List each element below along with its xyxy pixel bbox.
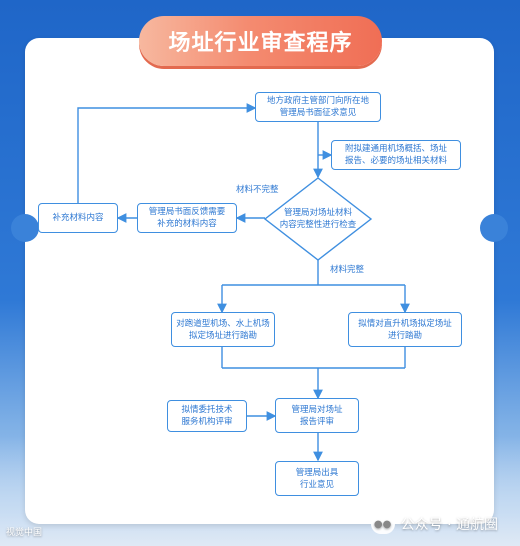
label-complete: 材料完整 — [330, 265, 365, 275]
title-banner: 场址行业审查程序 — [139, 16, 382, 66]
node-attach-materials: 附拟建通用机场概括、场址 报告、必要的场址相关材料 — [331, 140, 461, 170]
wechat-watermark: ●● 公众号 · 通航圈 — [370, 514, 498, 534]
label-incomplete: 材料不完整 — [236, 185, 279, 195]
node-feedback: 管理局书面反馈需要 补充的材料内容 — [137, 203, 237, 233]
node-tech-review: 拟情委托技术 服务机构评审 — [167, 400, 247, 432]
card-notch-right — [480, 214, 508, 242]
page-title: 场址行业审查程序 — [168, 31, 353, 56]
node-issue-opinion: 管理局出具 行业意见 — [275, 461, 359, 496]
watermark-text: 公众号 · 通航圈 — [400, 517, 498, 533]
node-survey-heliport: 拟情对直升机场拟定场址 进行踏勘 — [348, 312, 462, 347]
node-check-completeness: 管理局对场址材料 内容完整性进行检查 — [279, 208, 357, 230]
node-supplement: 补充材料内容 — [38, 203, 118, 233]
image-source-label: 视觉中国 — [6, 528, 43, 538]
edge-n5-n1 — [77, 103, 257, 203]
node-report-review: 管理局对场址 报告评审 — [275, 398, 359, 433]
wechat-icon: ●● — [370, 514, 395, 534]
node-survey-runway: 对跑道型机场、水上机场 拟定场址进行踏勘 — [171, 312, 275, 347]
node-request-opinion: 地方政府主管部门向所在地 管理局书面征求意见 — [255, 92, 381, 122]
decision-diamond — [263, 177, 373, 261]
card-notch-left — [11, 214, 39, 242]
